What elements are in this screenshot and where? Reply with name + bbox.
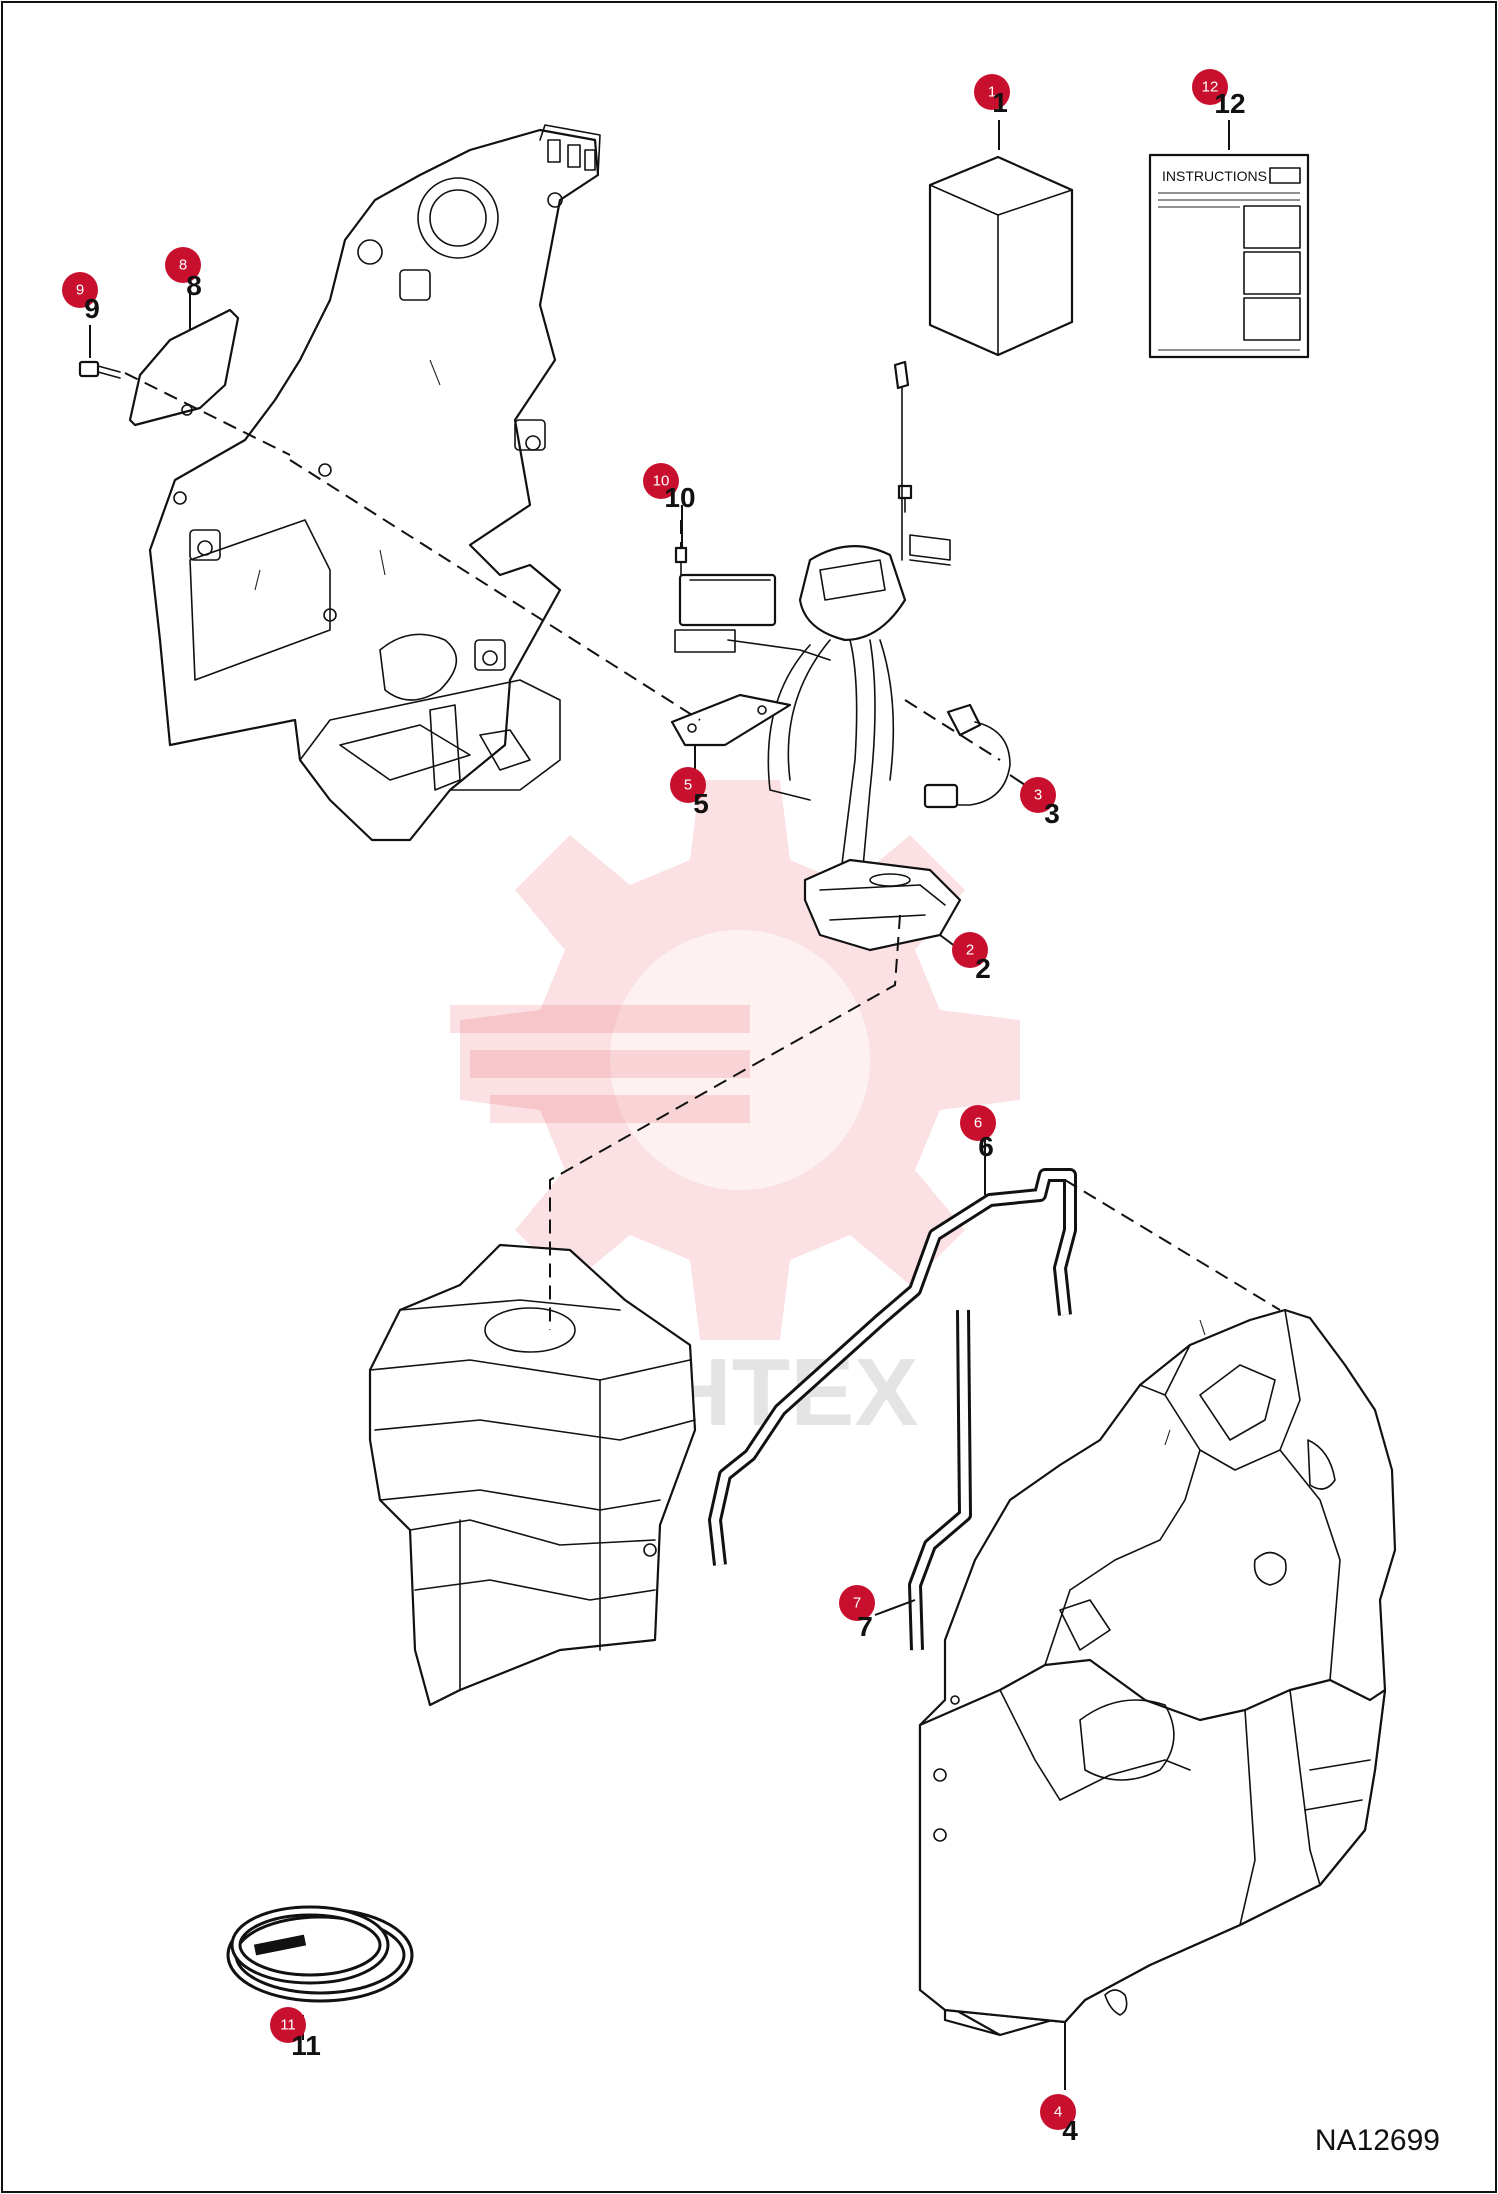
- callout-12: 12 12: [1192, 69, 1246, 119]
- svg-text:4: 4: [1054, 2104, 1062, 2121]
- gasket-6-drawing: [708, 1168, 1077, 1566]
- svg-text:3: 3: [1034, 787, 1042, 804]
- gasket-7-drawing: [908, 1309, 972, 1651]
- svg-text:6: 6: [974, 1115, 982, 1132]
- svg-text:7: 7: [857, 1611, 873, 1642]
- instructions-sheet-drawing: INSTRUCTIONS: [1148, 153, 1310, 359]
- callout-10: 10 10: [643, 463, 696, 513]
- callout-5: 5 5: [670, 767, 709, 819]
- kit-box-drawing: [928, 155, 1074, 357]
- callout-6: 6 6: [960, 1105, 996, 1162]
- assembly-lines: [124, 372, 1281, 1330]
- svg-text:5: 5: [693, 788, 709, 819]
- svg-text:2: 2: [966, 942, 974, 959]
- svg-text:1: 1: [988, 84, 996, 101]
- svg-text:12: 12: [1202, 79, 1219, 96]
- cover-plate-drawing: [128, 308, 240, 427]
- svg-text:11: 11: [291, 2030, 321, 2061]
- reference-tank-drawing: [368, 1243, 697, 1707]
- mounting-plate-drawing: [670, 693, 792, 747]
- fuel-tank-drawing: [918, 1308, 1397, 2037]
- svg-text:11: 11: [280, 2017, 296, 2034]
- svg-text:1: 1: [992, 87, 1008, 118]
- svg-text:6: 6: [978, 1131, 994, 1162]
- svg-text:5: 5: [684, 777, 692, 794]
- callout-1: 1 1: [974, 74, 1010, 118]
- svg-text:4: 4: [1062, 2115, 1078, 2146]
- svg-text:8: 8: [186, 270, 202, 301]
- svg-text:3: 3: [1044, 798, 1060, 829]
- screw-9-drawing: [78, 360, 121, 379]
- svg-text:7: 7: [853, 1595, 861, 1612]
- svg-text:9: 9: [76, 282, 84, 299]
- callout-3: 3 3: [1020, 777, 1060, 829]
- callout-2: 2 2: [952, 932, 991, 984]
- diagram-id: NA12699: [1315, 2124, 1440, 2157]
- instructions-label: INSTRUCTIONS: [1162, 168, 1267, 184]
- callout-9: 9 9: [62, 272, 100, 324]
- svg-text:9: 9: [84, 293, 100, 324]
- wire-harness-drawing: [923, 703, 1011, 809]
- svg-text:12: 12: [1214, 88, 1245, 119]
- svg-text:2: 2: [975, 953, 991, 984]
- callout-4: 4 4: [1040, 2094, 1078, 2146]
- svg-text:8: 8: [179, 257, 187, 274]
- sender-assembly-drawing: [674, 360, 962, 952]
- callout-7: 7 7: [839, 1585, 875, 1642]
- hose-coil-drawing: [226, 1905, 414, 2003]
- svg-text:10: 10: [664, 482, 695, 513]
- callout-8: 8 8: [165, 247, 202, 301]
- callout-11: 11 11: [270, 2007, 321, 2061]
- mounting-bracket-drawing: [148, 124, 601, 842]
- svg-text:10: 10: [653, 473, 670, 490]
